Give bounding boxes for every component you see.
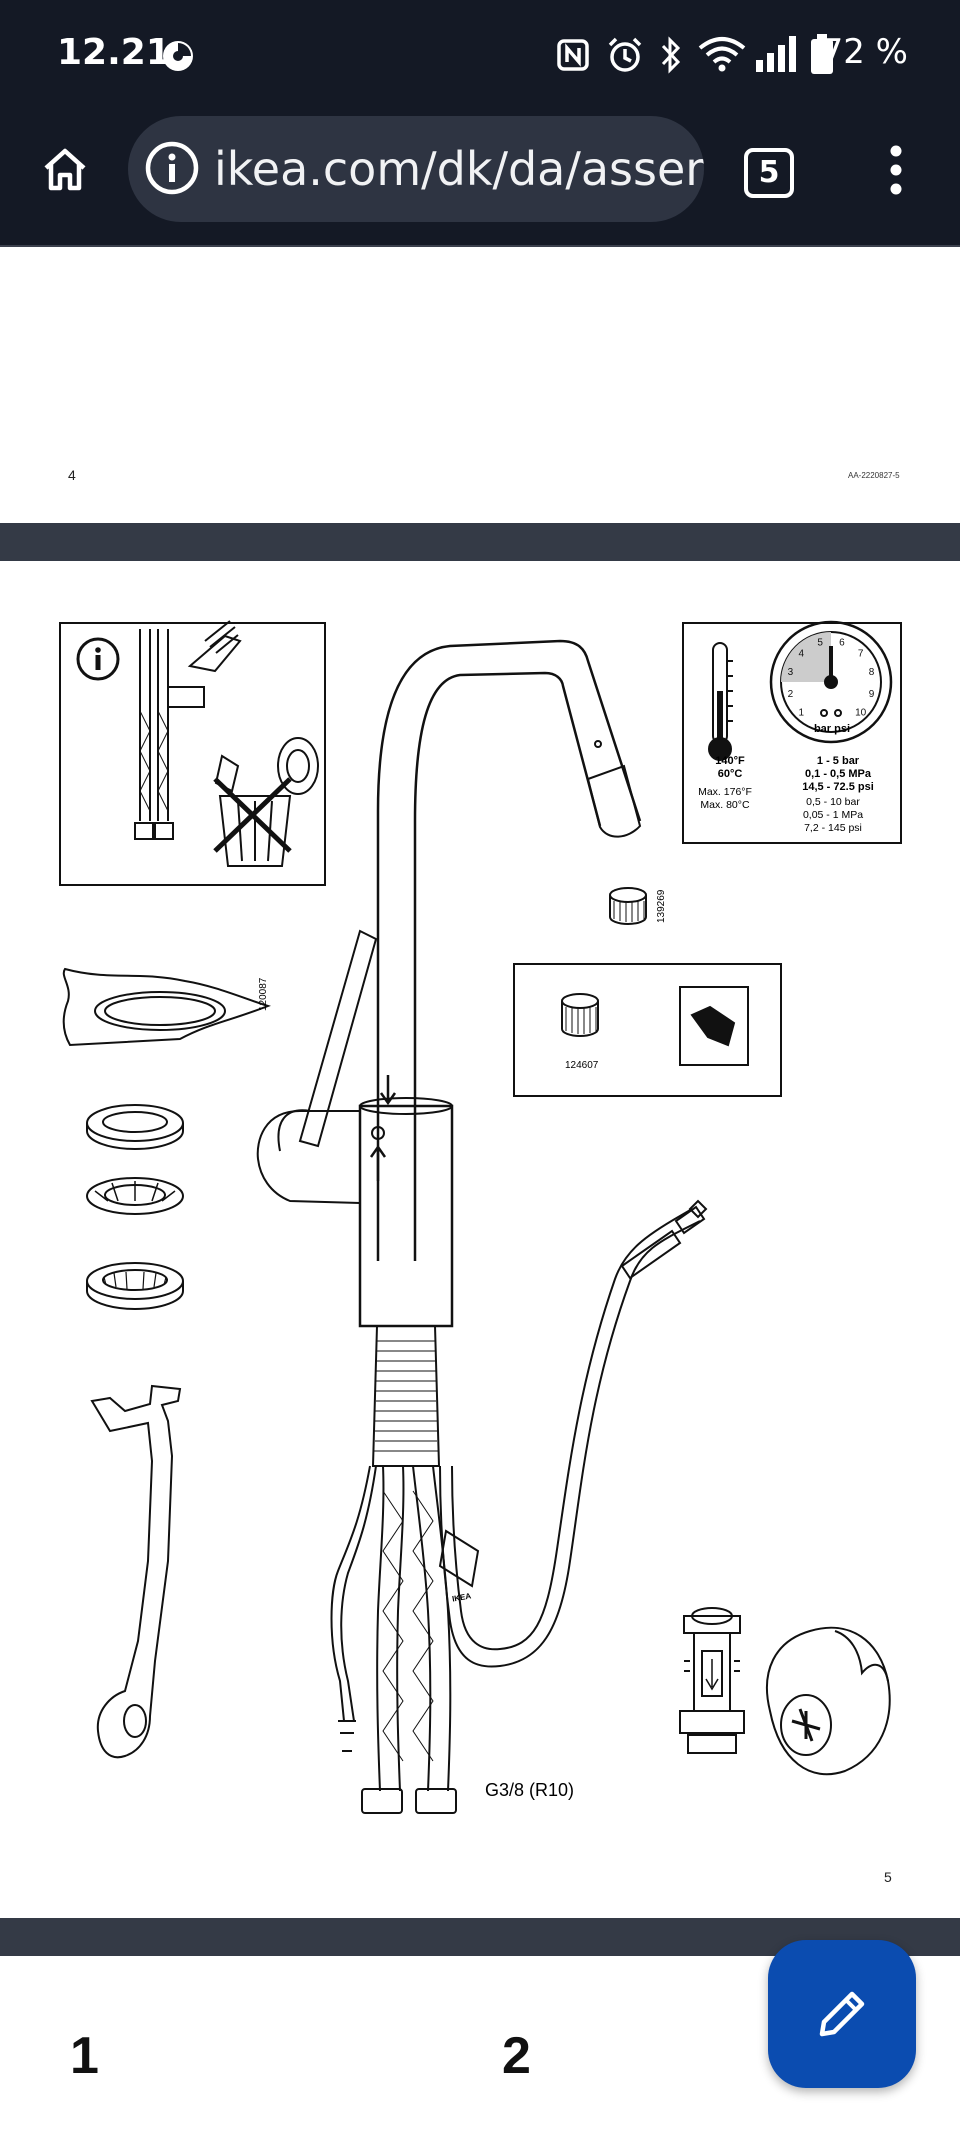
temp-max-c: Max. 80°C [700,799,750,811]
aerator-key-box [679,986,749,1066]
gauge-tick-label: 6 [839,637,845,648]
hoses-drawing [134,629,205,840]
status-time: 12.21 [57,32,171,73]
gauge-tick-label: 9 [869,689,875,700]
data-saver-icon [163,41,193,71]
hose-weight-drawing [765,1626,891,1776]
url-text[interactable]: ikea.com/dk/da/assembly [214,142,704,196]
gauge-tick-label: 1 [799,708,805,719]
pressure-psi: 14,5 - 72.5 psi [802,781,874,793]
aerator-124607-drawing [561,993,599,1037]
pressure-gauge-drawing [769,620,893,744]
home-icon[interactable] [40,144,90,194]
info-icon[interactable] [144,140,200,196]
pressure-max: 0,5 - 10 bar 0,05 - 1 MPa 7,2 - 145 psi [790,796,876,835]
wrench-drawing [90,1384,182,1759]
temp-f: 140°F [715,755,745,767]
faucet-drawing [256,639,642,1328]
hand-wipe-drawing [187,620,242,673]
temp-max: Max. 176°F Max. 80°C [690,786,760,812]
more-vert-icon[interactable] [882,144,910,196]
part-number-124607: 124607 [565,1060,599,1071]
tab-switcher-button[interactable]: 5 [744,148,794,198]
battery-percent: 72 % [821,32,908,72]
part-number-120087: 120087 [258,977,269,1011]
nfc-icon [557,39,589,71]
gauge-tick-label: 10 [855,708,867,719]
gauge-tick-label: 4 [799,648,805,659]
threaded-shank-drawing [371,1325,441,1467]
pressure-max-psi: 7,2 - 145 psi [804,822,862,834]
temperature-pressure-box [682,622,902,844]
pencil-icon [819,1991,865,2037]
part-number-139269: 139269 [656,889,667,923]
manual-page-4: 4 AA-2220827-5 [0,247,960,523]
step-number-2: 2 [502,2027,531,2085]
braided-hoses-drawing [330,1199,708,1814]
status-bar: 12.21 72 % [0,0,960,112]
pressure-mpa: 0,1 - 0,5 MPa [804,768,872,780]
info-icon-drawing [76,637,120,681]
washer-drawing [86,1104,184,1150]
step-number-1: 1 [70,2027,99,2085]
thread-label: G3/8 (R10) [485,1780,575,1800]
gauge-tick-label: 3 [788,667,794,678]
pressure-range: 1 - 5 bar 0,1 - 0,5 MPa 14,5 - 72.5 psi [790,755,886,794]
pressure-max-bar: 0,5 - 10 bar [806,796,860,808]
alarm-icon [608,37,642,72]
part-box [513,963,782,1097]
temp-label: 140°F 60°C [700,755,760,781]
wifi-icon [698,37,746,72]
gauge-tick-label: 5 [817,637,823,648]
aerator-part-drawing [609,887,647,925]
battery-icon [811,34,833,74]
temp-c: 60°C [717,768,743,780]
check-valve-drawing [679,1607,745,1754]
pressure-max-mpa: 0,05 - 1 MPa [802,809,864,821]
nut-drawing [86,1262,184,1310]
toolbar-divider [0,245,960,247]
temp-max-f: Max. 176°F [698,786,752,798]
gauge-unit: bar psi [813,723,851,735]
page-number: 5 [884,1869,892,1885]
thermometer-drawing [708,642,733,761]
info-box [59,622,326,886]
gauge-tick-label: 7 [858,648,864,659]
page-number: 4 [68,467,76,483]
edit-fab-button[interactable] [768,1940,916,2088]
pressure-bar: 1 - 5 bar [816,755,860,767]
article-code: AA-2220827-5 [848,471,900,480]
lock-washer-drawing [86,1177,184,1215]
trash-bin-drawing [213,737,319,867]
aerator-key-drawing [690,1005,736,1047]
url-bar[interactable]: ikea.com/dk/da/assembly [128,116,704,222]
base-plate-drawing [62,967,271,1047]
page-separator [0,523,960,561]
bluetooth-icon [661,36,681,74]
gauge-tick-label: 8 [869,667,875,678]
signal-icon [756,36,796,72]
gauge-tick-label: 2 [788,689,794,700]
